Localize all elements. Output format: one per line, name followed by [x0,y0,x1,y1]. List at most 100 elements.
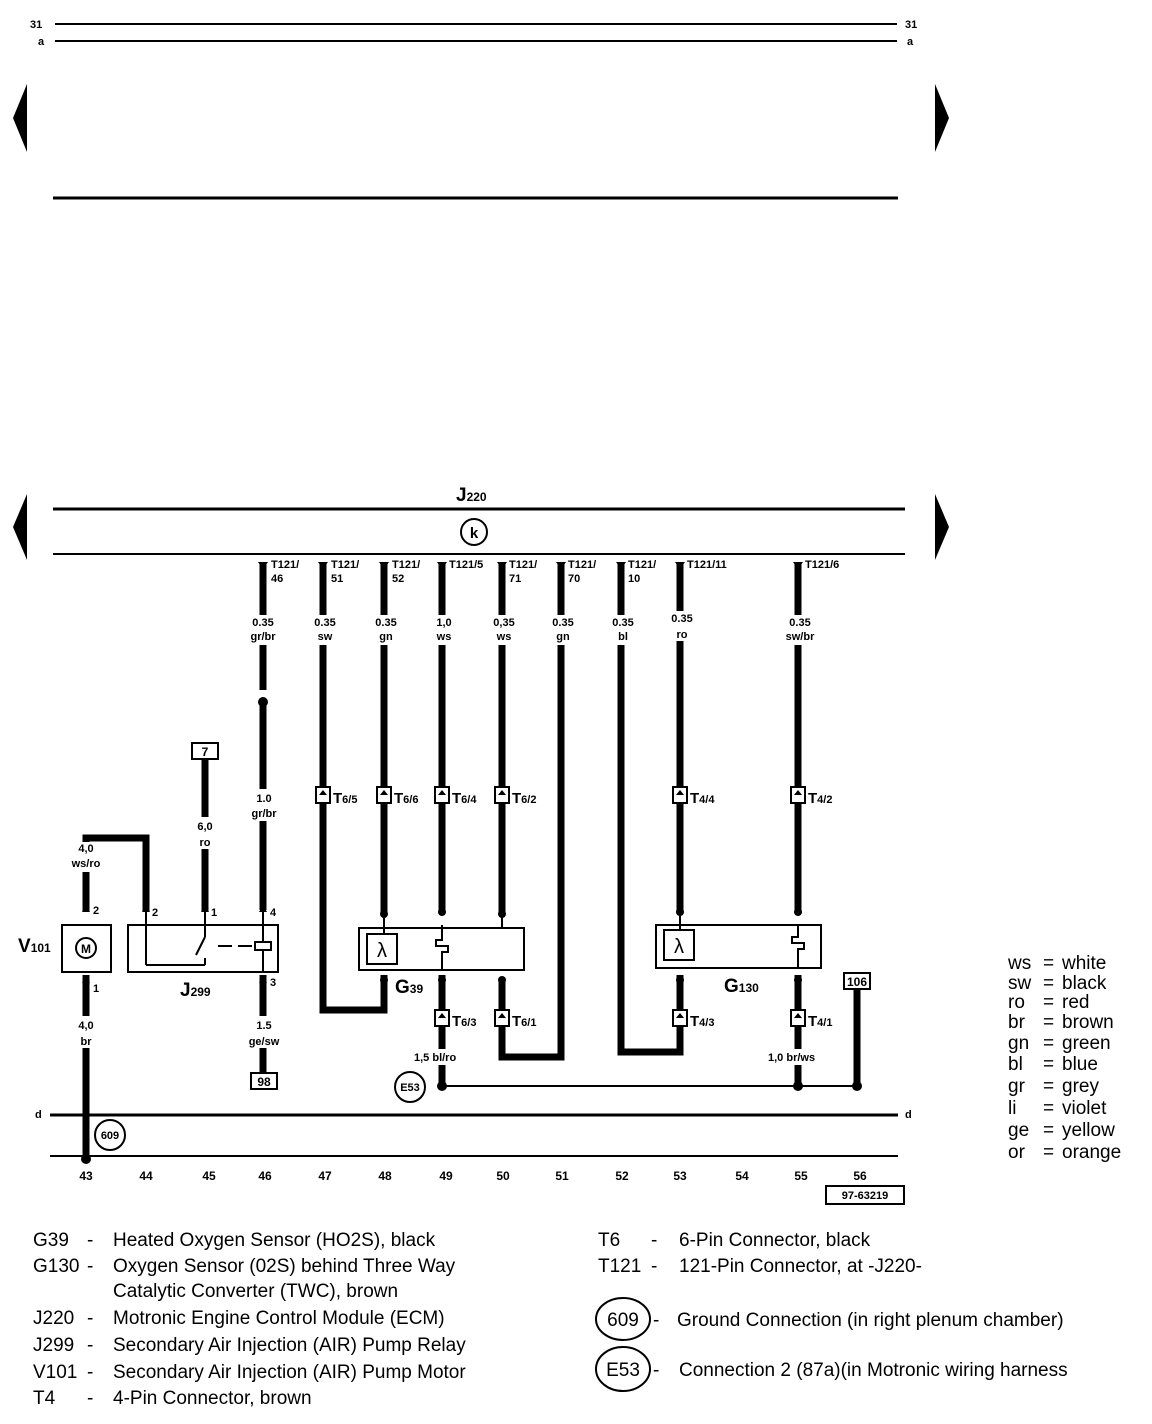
wire-color: ge/sw [249,1036,280,1048]
prev-page-arrow-lower[interactable] [13,494,27,560]
legend-code: T121 [598,1256,641,1277]
svg-text:T4/3: T4/3 [690,1013,714,1030]
svg-text:=: = [1043,992,1054,1013]
next-page-arrow-lower[interactable] [935,494,949,560]
next-page-arrow[interactable] [935,84,949,152]
terminal-label-2: 10 [628,573,640,585]
legend-desc: Ground Connection (in right plenum chamb… [677,1310,1064,1331]
color-name: brown [1062,1012,1114,1033]
svg-text:-: - [651,1256,657,1277]
diagram-id: 97-63219 [825,1185,905,1205]
color-name: blue [1062,1054,1098,1075]
ecm-symbol-icon [460,518,488,546]
color-code: li [1008,1098,1016,1119]
svg-text:4: 4 [270,907,277,919]
color-code: br [1008,1012,1026,1033]
track-number: 43 [79,1169,93,1183]
connector-t6-6: T6/6 [376,786,418,807]
wire-color: br [81,1036,93,1048]
legend-code: G39 [33,1230,69,1251]
ref-box-7[interactable] [191,742,219,760]
ground-609-icon [94,1119,126,1151]
heater-icon [791,925,805,968]
svg-text:-: - [653,1310,659,1331]
connection-e53: E53 [394,1071,426,1103]
terminal-label: T121/ [392,559,420,571]
color-code: ro [1008,992,1025,1013]
terminal-label-2: 70 [568,573,580,585]
svg-text:M: M [81,942,91,956]
ref-box-106[interactable] [843,972,871,990]
color-code: gr [1008,1076,1026,1097]
terminal-label-2: 51 [331,573,343,585]
svg-text:T6/3: T6/3 [452,1013,476,1030]
connector-t6-5: T6/5 [315,786,357,807]
wire-45: 7 6,0 ro [190,742,220,912]
track-number: 46 [258,1169,272,1183]
ref-a-right: a [907,36,914,48]
svg-text:-: - [87,1230,93,1251]
wire-46-lower: 1.5 ge/sw 98 [245,975,283,1090]
wire-size: 4,0 [78,1020,93,1032]
color-code: bl [1008,1054,1023,1075]
connectors: T6/5 T6/6 T6/4 T6/2 T4/4 T4/2 [315,786,832,1030]
svg-text:T6/2: T6/2 [512,790,536,807]
color-name: green [1062,1033,1111,1054]
component-legend: G39 - Heated Oxygen Sensor (HO2S), black… [33,1230,1068,1409]
wire-color: gn [556,631,570,643]
ref-a-left: a [38,36,45,48]
svg-text:T4/1: T4/1 [808,1013,832,1030]
terminal-label: T121/ [568,559,596,571]
legend-desc: 121-Pin Connector, at -J220- [679,1256,922,1277]
lower-wires: 106 1,5 bl/ro 1,0 br/ws [412,972,871,1091]
wire-color: bl [618,631,628,643]
top-bus-lines: 31 a 31 a [30,19,917,48]
wire-size: 0.35 [612,617,633,629]
wire-43: 4,0 ws/ro 4,0 br [64,834,150,1160]
color-code: sw [1008,973,1032,994]
svg-text:-: - [87,1362,93,1383]
wire-color: ws/ro [71,858,101,870]
color-code: or [1008,1142,1026,1163]
color-legend: ws=white sw=black ro=red br=brown gn=gre… [1007,953,1121,1163]
wire-color: ro [200,837,211,849]
pin-junctions [82,905,802,989]
svg-text:1: 1 [211,907,217,919]
svg-text:-: - [87,1335,93,1356]
ref-31-left: 31 [30,19,42,31]
heater-icon [435,925,449,970]
wire-size: 4,0 [78,843,93,855]
connector-t6-2: T6/2 [494,786,536,807]
terminal-label: T121/6 [805,559,839,571]
ref-box-98[interactable] [250,1072,278,1090]
wire-size: 1,0 [436,617,451,629]
svg-text:d: d [35,1109,42,1121]
color-name: orange [1062,1142,1121,1163]
legend-desc: Secondary Air Injection (AIR) Pump Motor [113,1362,466,1383]
color-name: grey [1062,1076,1099,1097]
track-number: 51 [555,1169,569,1183]
wire-size: 0.35 [552,617,573,629]
svg-text:-: - [87,1308,93,1329]
svg-text:T6/5: T6/5 [333,790,357,807]
track-number: 54 [735,1169,749,1183]
svg-text:T6/6: T6/6 [394,790,418,807]
wire-color: sw [318,631,333,643]
svg-text:=: = [1043,1033,1054,1054]
svg-text:λ: λ [377,940,387,962]
wire-size: 0.35 [314,617,335,629]
svg-text:=: = [1043,1054,1054,1075]
legend-desc: Secondary Air Injection (AIR) Pump Relay [113,1335,466,1356]
terminal-label: T121/11 [687,559,727,571]
svg-text:λ: λ [674,936,684,958]
legend-code: J220 [33,1308,74,1329]
legend-desc: Motronic Engine Control Module (ECM) [113,1308,445,1329]
wire-color: gr/br [250,631,276,643]
svg-text:T6/4: T6/4 [452,790,477,807]
svg-text:1: 1 [93,983,99,995]
track-number: 52 [615,1169,629,1183]
track-number: 56 [853,1169,867,1183]
connector-t6-3: T6/3 [434,1009,476,1030]
ecm-j220: J220 k [53,485,905,555]
prev-page-arrow[interactable] [13,84,27,152]
